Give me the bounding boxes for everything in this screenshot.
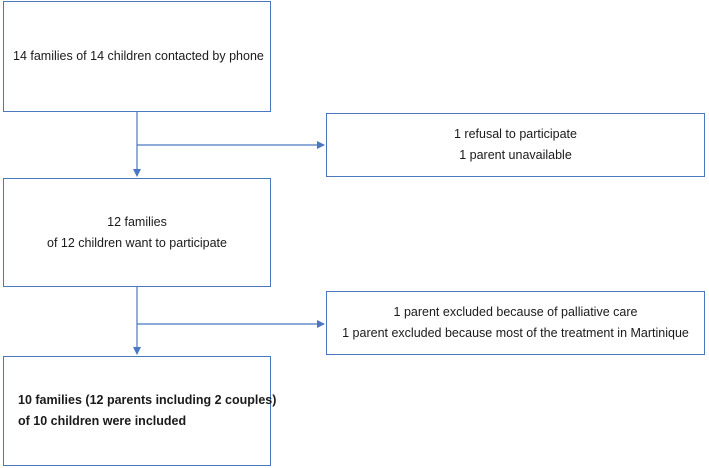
martinique-exclusion-text: 1 parent excluded because most of the tr… bbox=[342, 326, 689, 340]
willing-families-box: 12 families of 12 children want to parti… bbox=[3, 178, 271, 287]
willing-children-text: of 12 children want to participate bbox=[47, 235, 227, 250]
contacted-families-text: 14 families of 14 children contacted by … bbox=[13, 49, 264, 63]
included-families-text: 10 families (12 parents including 2 coup… bbox=[18, 393, 277, 407]
first-exclusion-box: 1 refusal to participate 1 parent unavai… bbox=[326, 113, 705, 177]
included-families-box: 10 families (12 parents including 2 coup… bbox=[3, 356, 276, 466]
included-children-text: of 10 children were included bbox=[18, 414, 187, 428]
second-exclusion-box: 1 parent excluded because of palliative … bbox=[326, 291, 705, 355]
contacted-families-box: 14 families of 14 children contacted by … bbox=[3, 1, 271, 112]
unavailable-text: 1 parent unavailable bbox=[459, 148, 572, 162]
palliative-care-exclusion-text: 1 parent excluded because of palliative … bbox=[393, 305, 638, 319]
refusal-text: 1 refusal to participate bbox=[454, 127, 577, 141]
willing-families-count: 12 families bbox=[107, 214, 167, 229]
